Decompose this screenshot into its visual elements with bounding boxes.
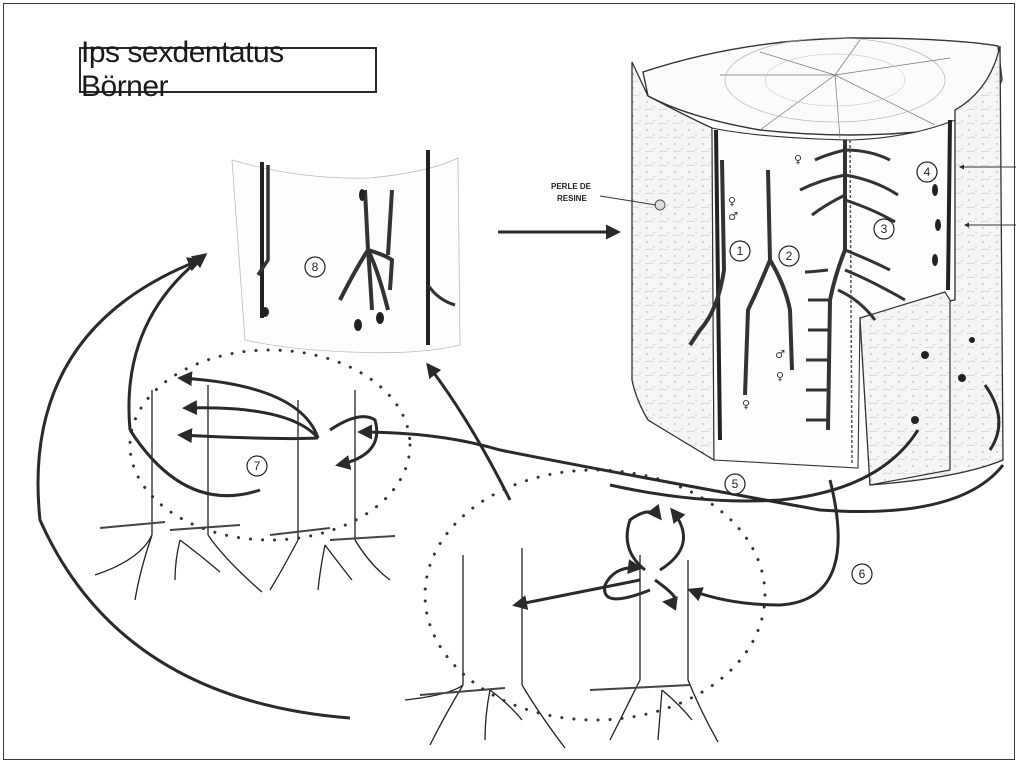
tree-group-stage6 <box>405 470 765 748</box>
male-symbol: ♂ <box>775 348 785 361</box>
stage-marker-1: 1 <box>730 241 750 261</box>
arrow-to-stage8 <box>129 255 205 430</box>
svg-text:1: 1 <box>737 244 744 258</box>
svg-text:3: 3 <box>881 222 888 236</box>
male-symbol: ♂ <box>728 210 738 223</box>
female-symbol: ♀ <box>742 398 750 411</box>
female-symbol: ♀ <box>728 195 736 208</box>
svg-text:6: 6 <box>859 567 866 581</box>
resin-label-line2: RESINE <box>557 194 587 203</box>
stage-marker-4: 4 <box>917 162 937 182</box>
female-symbol: ♀ <box>776 370 784 383</box>
stage-marker-5: 5 <box>725 474 745 494</box>
log-section-large <box>632 38 1003 485</box>
svg-text:2: 2 <box>786 249 793 263</box>
svg-text:4: 4 <box>924 165 931 179</box>
svg-text:8: 8 <box>312 260 319 274</box>
log-section-small <box>232 150 460 353</box>
stage-marker-2: 2 <box>779 246 799 266</box>
svg-text:5: 5 <box>732 477 739 491</box>
stage-marker-8: 8 <box>305 257 325 277</box>
svg-text:7: 7 <box>254 459 261 473</box>
stage-marker-3: 3 <box>874 219 894 239</box>
stage-marker-7: 7 <box>247 456 267 476</box>
resin-label-line1: PERLE DE <box>551 182 592 191</box>
female-symbol: ♀ <box>794 153 802 166</box>
stage-marker-6: 6 <box>852 564 872 584</box>
arrow-to-small-log <box>428 365 510 500</box>
